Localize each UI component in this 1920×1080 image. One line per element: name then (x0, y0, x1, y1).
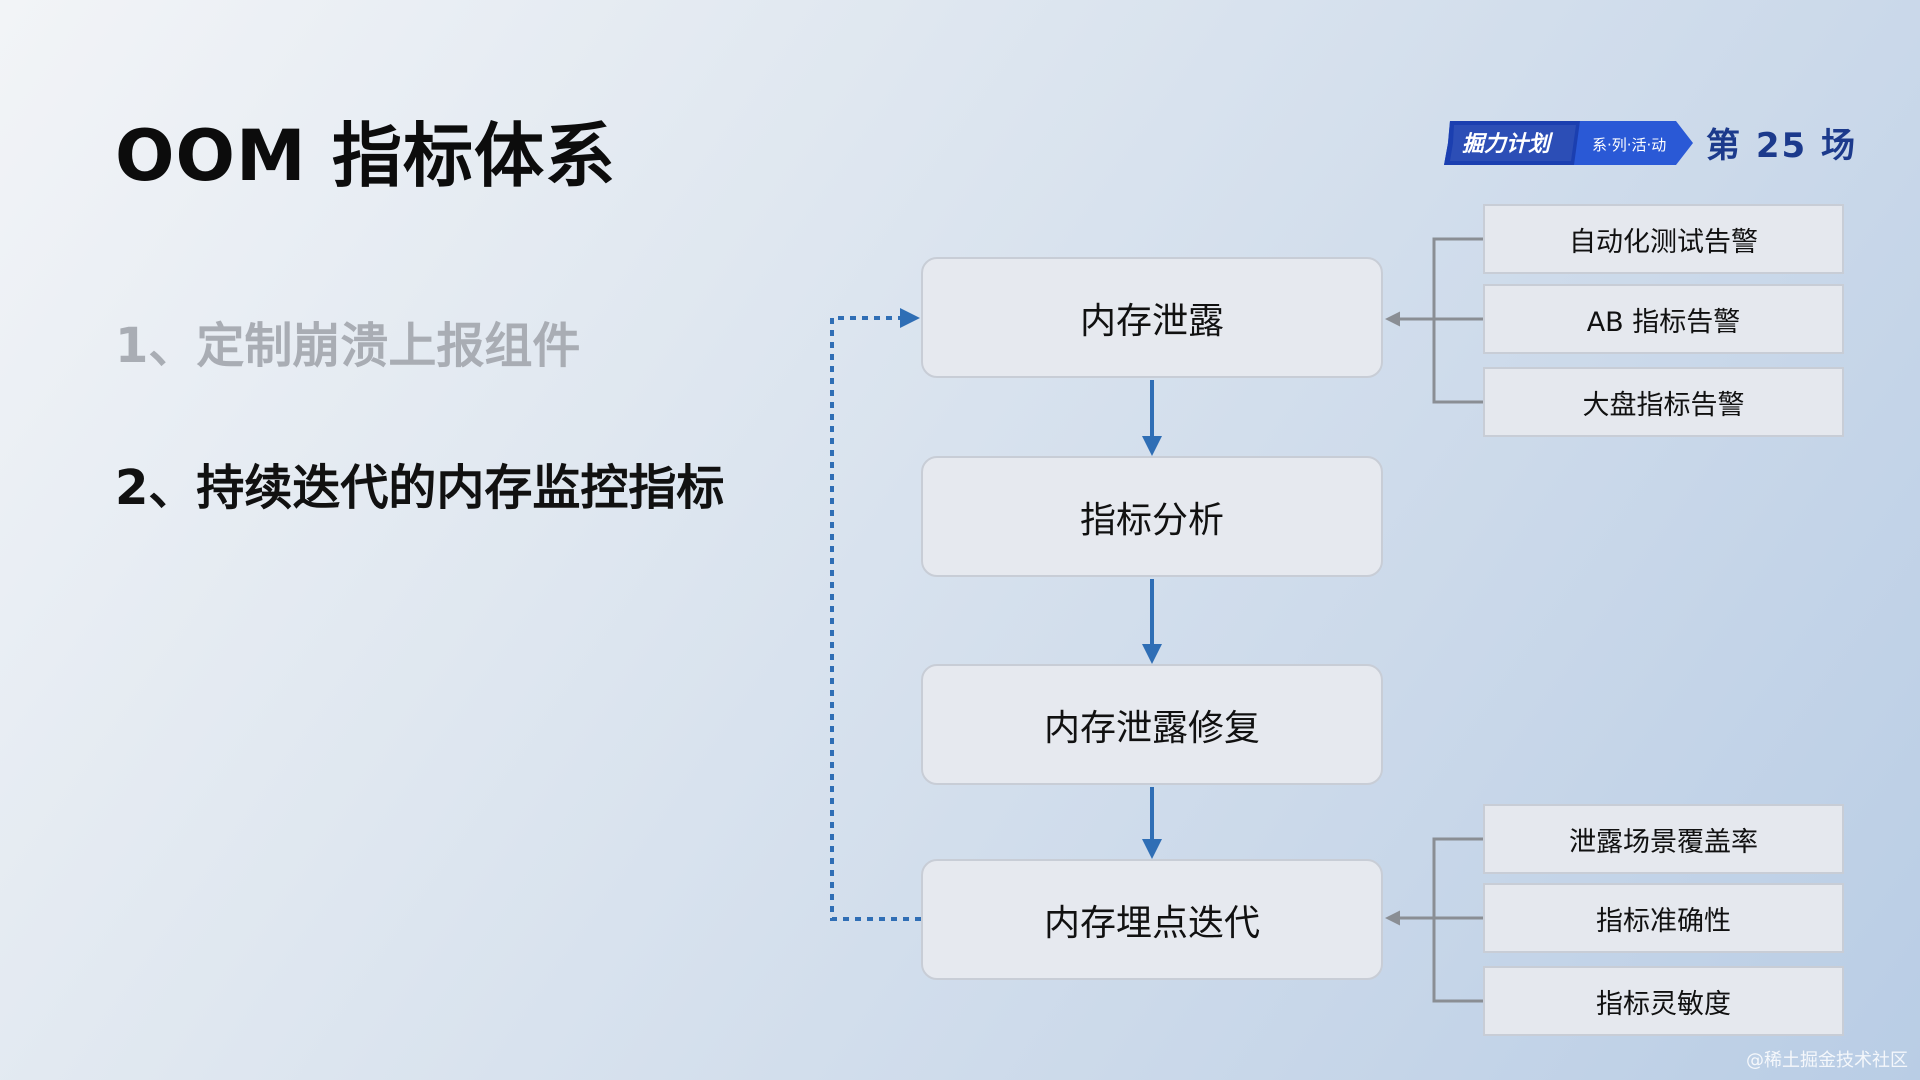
metric-sensitivity: 指标灵敏度 (1483, 966, 1844, 1036)
alert-dashboard-metric: 大盘指标告警 (1483, 367, 1844, 437)
watermark: @稀土掘金技术社区 (1746, 1050, 1908, 1071)
flow-step-metric-analysis: 指标分析 (921, 456, 1383, 577)
metric-leak-coverage: 泄露场景覆盖率 (1483, 804, 1844, 874)
session-label: 第 25 场 (1706, 126, 1857, 166)
flow-step-leak-fix: 内存泄露修复 (921, 664, 1383, 785)
alert-auto-test: 自动化测试告警 (1483, 204, 1844, 274)
slide-title: OOM 指标体系 (115, 115, 617, 197)
event-badge: 掘力计划 系·列·活·动 (1444, 121, 1693, 165)
alert-ab-metric: AB 指标告警 (1483, 284, 1844, 354)
point-memory-metrics: 2、持续迭代的内存监控指标 (115, 460, 725, 516)
flow-step-tracking-iteration: 内存埋点迭代 (921, 859, 1383, 980)
badge-main-label: 掘力计划 (1462, 132, 1551, 157)
feedback-loop-arrow (830, 308, 921, 921)
metric-accuracy: 指标准确性 (1483, 883, 1844, 953)
metrics-bracket (1432, 837, 1483, 1003)
badge-sub-label: 系·列·活·动 (1592, 136, 1667, 154)
flow-step-memory-leak: 内存泄露 (921, 257, 1383, 378)
point-crash-report: 1、定制崩溃上报组件 (115, 318, 581, 374)
badge-shape (1444, 121, 1693, 165)
